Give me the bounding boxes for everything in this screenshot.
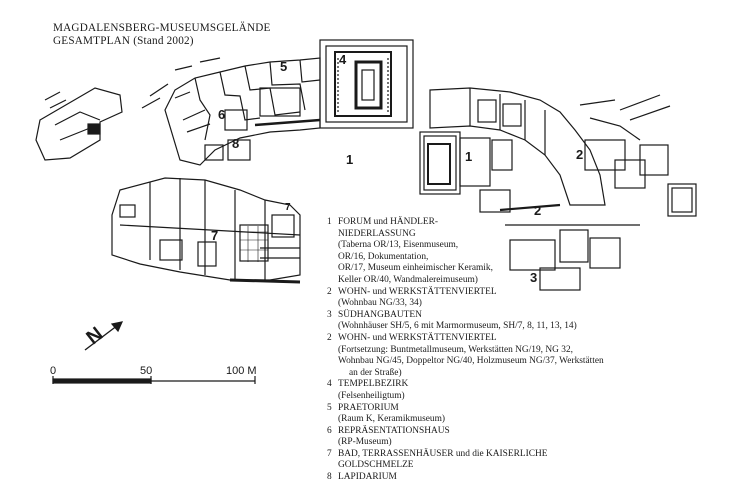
legend-line: LAPIDARIUM bbox=[338, 472, 397, 483]
legend-entry-1: 1 FORUM und HÄNDLER- NIEDERLASSUNG (Tabe… bbox=[327, 217, 747, 287]
map-subtitle: GESAMTPLAN (Stand 2002) bbox=[53, 35, 194, 47]
legend-entry-7: 7 BAD, TERRASSENHÄUSER und die KAISERLIC… bbox=[327, 449, 747, 472]
legend-entry-5: 5 PRAETORIUM (Raum K, Keramikmuseum) bbox=[327, 403, 747, 426]
scale-label-100: 100 M bbox=[226, 365, 257, 377]
forum-temple bbox=[419, 131, 461, 195]
legend-line: SÜDHANGBAUTEN bbox=[338, 309, 422, 320]
zone-label-7: 7 bbox=[211, 228, 219, 243]
legend-number: 8 bbox=[327, 472, 332, 483]
legend-line: NIEDERLASSUNG bbox=[338, 228, 416, 239]
legend-number: 7 bbox=[327, 448, 332, 459]
legend-number: 2 bbox=[327, 332, 332, 343]
zone-label-2-north: 2 bbox=[576, 147, 584, 162]
legend-number: 6 bbox=[327, 425, 332, 436]
east-buildings bbox=[429, 87, 697, 291]
zone-label-5: 5 bbox=[280, 59, 288, 74]
legend-line: PRAETORIUM bbox=[338, 402, 399, 413]
legend-line: REPRÄSENTATIONSHAUS bbox=[338, 425, 450, 436]
legend-line: (Raum K, Keramikmuseum) bbox=[338, 414, 446, 425]
legend-entry-2b: 2 WOHN- und WERKSTÄTTENVIERTEL (Fortsetz… bbox=[327, 333, 747, 379]
bath-area bbox=[240, 226, 268, 262]
legend-line: an der Straße) bbox=[349, 367, 402, 378]
legend-line: GOLDSCHMELZE bbox=[338, 460, 414, 471]
temple-district bbox=[319, 39, 414, 129]
legend-number: 1 bbox=[327, 217, 332, 227]
zone-label-3: 3 bbox=[530, 270, 538, 285]
scale-bar bbox=[52, 376, 256, 384]
legend-line: TEMPELBEZIRK bbox=[338, 379, 409, 390]
zone-label-7-small: 7 bbox=[285, 202, 291, 213]
legend-entry-8: 8 LAPIDARIUM bbox=[327, 472, 747, 484]
legend-entry-3: 3 SÜDHANGBAUTEN (Wohnhäuser SH/5, 6 mit … bbox=[327, 310, 747, 333]
legend-number: 4 bbox=[327, 379, 332, 390]
west-outlying-building bbox=[35, 87, 123, 161]
zone-label-1-center: 1 bbox=[346, 152, 354, 167]
legend-line: (RP-Museum) bbox=[338, 437, 392, 448]
scale-label-50: 50 bbox=[140, 365, 153, 377]
legend-number: 3 bbox=[327, 309, 332, 320]
legend: 1 FORUM und HÄNDLER- NIEDERLASSUNG (Tabe… bbox=[327, 217, 747, 484]
legend-line: BAD, TERRASSENHÄUSER und die KAISERLICHE bbox=[338, 448, 548, 459]
southwest-complex bbox=[111, 177, 301, 284]
legend-line: Wohnbau NG/45, Doppeltor NG/40, Holzmuse… bbox=[338, 356, 604, 367]
legend-line: WOHN- und WERKSTÄTTENVIERTEL bbox=[338, 286, 497, 297]
legend-entry-6: 6 REPRÄSENTATIONSHAUS (RP-Museum) bbox=[327, 426, 747, 449]
zone-label-6: 6 bbox=[218, 107, 226, 122]
north-arrow-icon bbox=[84, 321, 124, 351]
zone-label-1-east: 1 bbox=[465, 149, 473, 164]
legend-entry-2: 2 WOHN- und WERKSTÄTTENVIERTEL (Wohnbau … bbox=[327, 287, 747, 310]
legend-entry-4: 4 TEMPELBEZIRK (Felsenheiligtum) bbox=[327, 379, 747, 402]
legend-line: OR/17, Museum einheimischer Keramik, bbox=[338, 263, 493, 274]
zone-label-8: 8 bbox=[232, 136, 240, 151]
north-arc-buildings bbox=[141, 57, 321, 166]
legend-line: OR/16, Dokumentation, bbox=[338, 251, 429, 262]
legend-line: (Wohnbau NG/33, 34) bbox=[338, 298, 422, 309]
map-title: MAGDALENSBERG-MUSEUMSGELÄNDE bbox=[53, 22, 271, 34]
legend-line: (Taberna OR/13, Eisenmuseum, bbox=[338, 240, 459, 251]
legend-number: 5 bbox=[327, 402, 332, 413]
legend-line: (Fortsetzung: Buntmetallmuseum, Werkstät… bbox=[338, 344, 573, 355]
scale-label-0: 0 bbox=[50, 365, 57, 377]
legend-line: (Felsenheiligtum) bbox=[338, 390, 405, 401]
legend-line: FORUM und HÄNDLER- bbox=[338, 217, 439, 227]
zone-label-2-south: 2 bbox=[534, 203, 542, 218]
legend-line: Keller OR/40, Wandmalereimuseum) bbox=[338, 274, 478, 285]
legend-line: (Wohnhäuser SH/5, 6 mit Marmormuseum, SH… bbox=[338, 321, 577, 332]
zone-label-4: 4 bbox=[339, 52, 347, 67]
legend-number: 2 bbox=[327, 286, 332, 297]
legend-line: WOHN- und WERKSTÄTTENVIERTEL bbox=[338, 332, 497, 343]
